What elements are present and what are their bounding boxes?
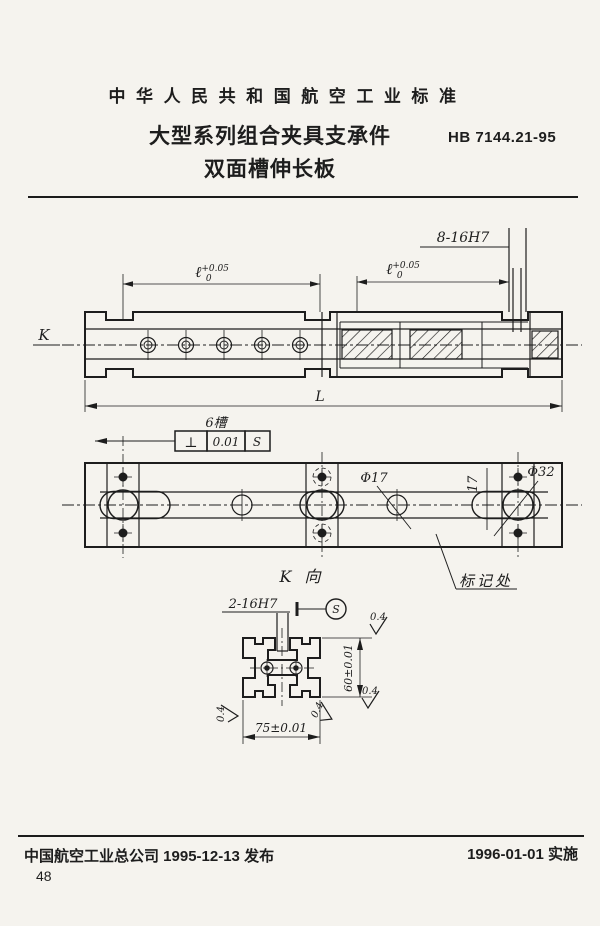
part-title: 大型系列组合夹具支承件 双面槽伸长板 [120, 121, 420, 186]
roughness-mark-bottom-center: 0.4 [309, 701, 333, 721]
issued-statement: 中国航空工业总公司 1995-12-13 发布 [24, 848, 275, 865]
plan-hole-2 [386, 489, 408, 521]
svg-text:0.4: 0.4 [362, 686, 378, 697]
hole-callout-2-16H7: 2-16H7 [222, 597, 290, 613]
plan-hole-1 [231, 489, 253, 521]
page-number: 48 [36, 868, 52, 884]
datum-circle-label: S [332, 603, 340, 616]
section-hole-right [289, 659, 303, 677]
svg-text:0.4: 0.4 [216, 706, 227, 722]
slot-count-label: 6槽 [205, 416, 228, 431]
overall-length-dimension: L [84, 380, 563, 412]
dia32-callout: Φ32 [493, 465, 555, 537]
implemented-statement: 1996-01-01 实施 [467, 846, 578, 863]
section-hatching [341, 329, 559, 360]
dia17-callout: Φ17 [360, 471, 412, 530]
side-view-outline [84, 311, 563, 378]
screw-holes-row [139, 330, 309, 360]
datum-target-S: S [295, 598, 347, 620]
marking-label: 标记处 [459, 572, 513, 590]
dia17-label: Φ17 [360, 471, 388, 486]
part-title-line2: 双面槽伸长板 [204, 157, 336, 181]
k-view-label: K 向 [278, 567, 324, 586]
standard-number: HB 7144.21-95 [448, 129, 557, 146]
view-arrow-label: K [37, 326, 50, 344]
cross-feature-right [501, 452, 535, 558]
roughness-mark-bottom-left: 0.4 [216, 704, 240, 723]
tolerance-value: 0.01 [213, 435, 240, 449]
svg-text:0.4: 0.4 [309, 701, 326, 720]
spacing17-label: 17 [466, 475, 481, 492]
plan-view: Φ17 17 Φ32 K 向 标记处 [62, 436, 582, 590]
standard-title: 中华人民共和国航空工业标准 [108, 87, 467, 106]
tolerance-frame: 6槽 ⊥ 0.01 S [95, 416, 271, 452]
height-dimension: 60±0.01 [322, 637, 372, 698]
section-holes-label: 2-16H7 [228, 597, 279, 612]
hole-callout-label: 8-16H7 [437, 230, 490, 246]
width-dim-label: 75±0.01 [255, 721, 307, 735]
height-dim-label: 60±0.01 [342, 644, 355, 692]
view-arrow-K: K [33, 326, 60, 346]
cross-feature-left [106, 436, 140, 558]
header-divider [28, 196, 578, 198]
section-profile [242, 637, 321, 698]
section-view: 2-16H7 S 60±0.01 [216, 597, 388, 744]
roughness-mark-top-right: 0.4 [369, 612, 388, 636]
cross-feature-middle [305, 452, 339, 558]
marking-callout: 标记处 [435, 533, 517, 590]
perpendicularity-symbol: ⊥ [184, 435, 197, 451]
width-dimension: 75±0.01 [242, 700, 321, 744]
part-title-line1: 大型系列组合夹具支承件 [149, 125, 391, 148]
dia32-label: Φ32 [527, 465, 554, 480]
footer-divider [18, 835, 584, 837]
section-hole-left [260, 659, 274, 677]
overall-length-label: L [314, 389, 324, 405]
spacing17-dimension: 17 [466, 468, 488, 530]
roughness-mark-bottom-right: 0.4 [361, 686, 380, 710]
svg-text:0.4: 0.4 [370, 612, 386, 623]
hole-callout-8-16H7: 8-16H7 [420, 228, 527, 332]
tolerance-datum: S [253, 435, 261, 449]
